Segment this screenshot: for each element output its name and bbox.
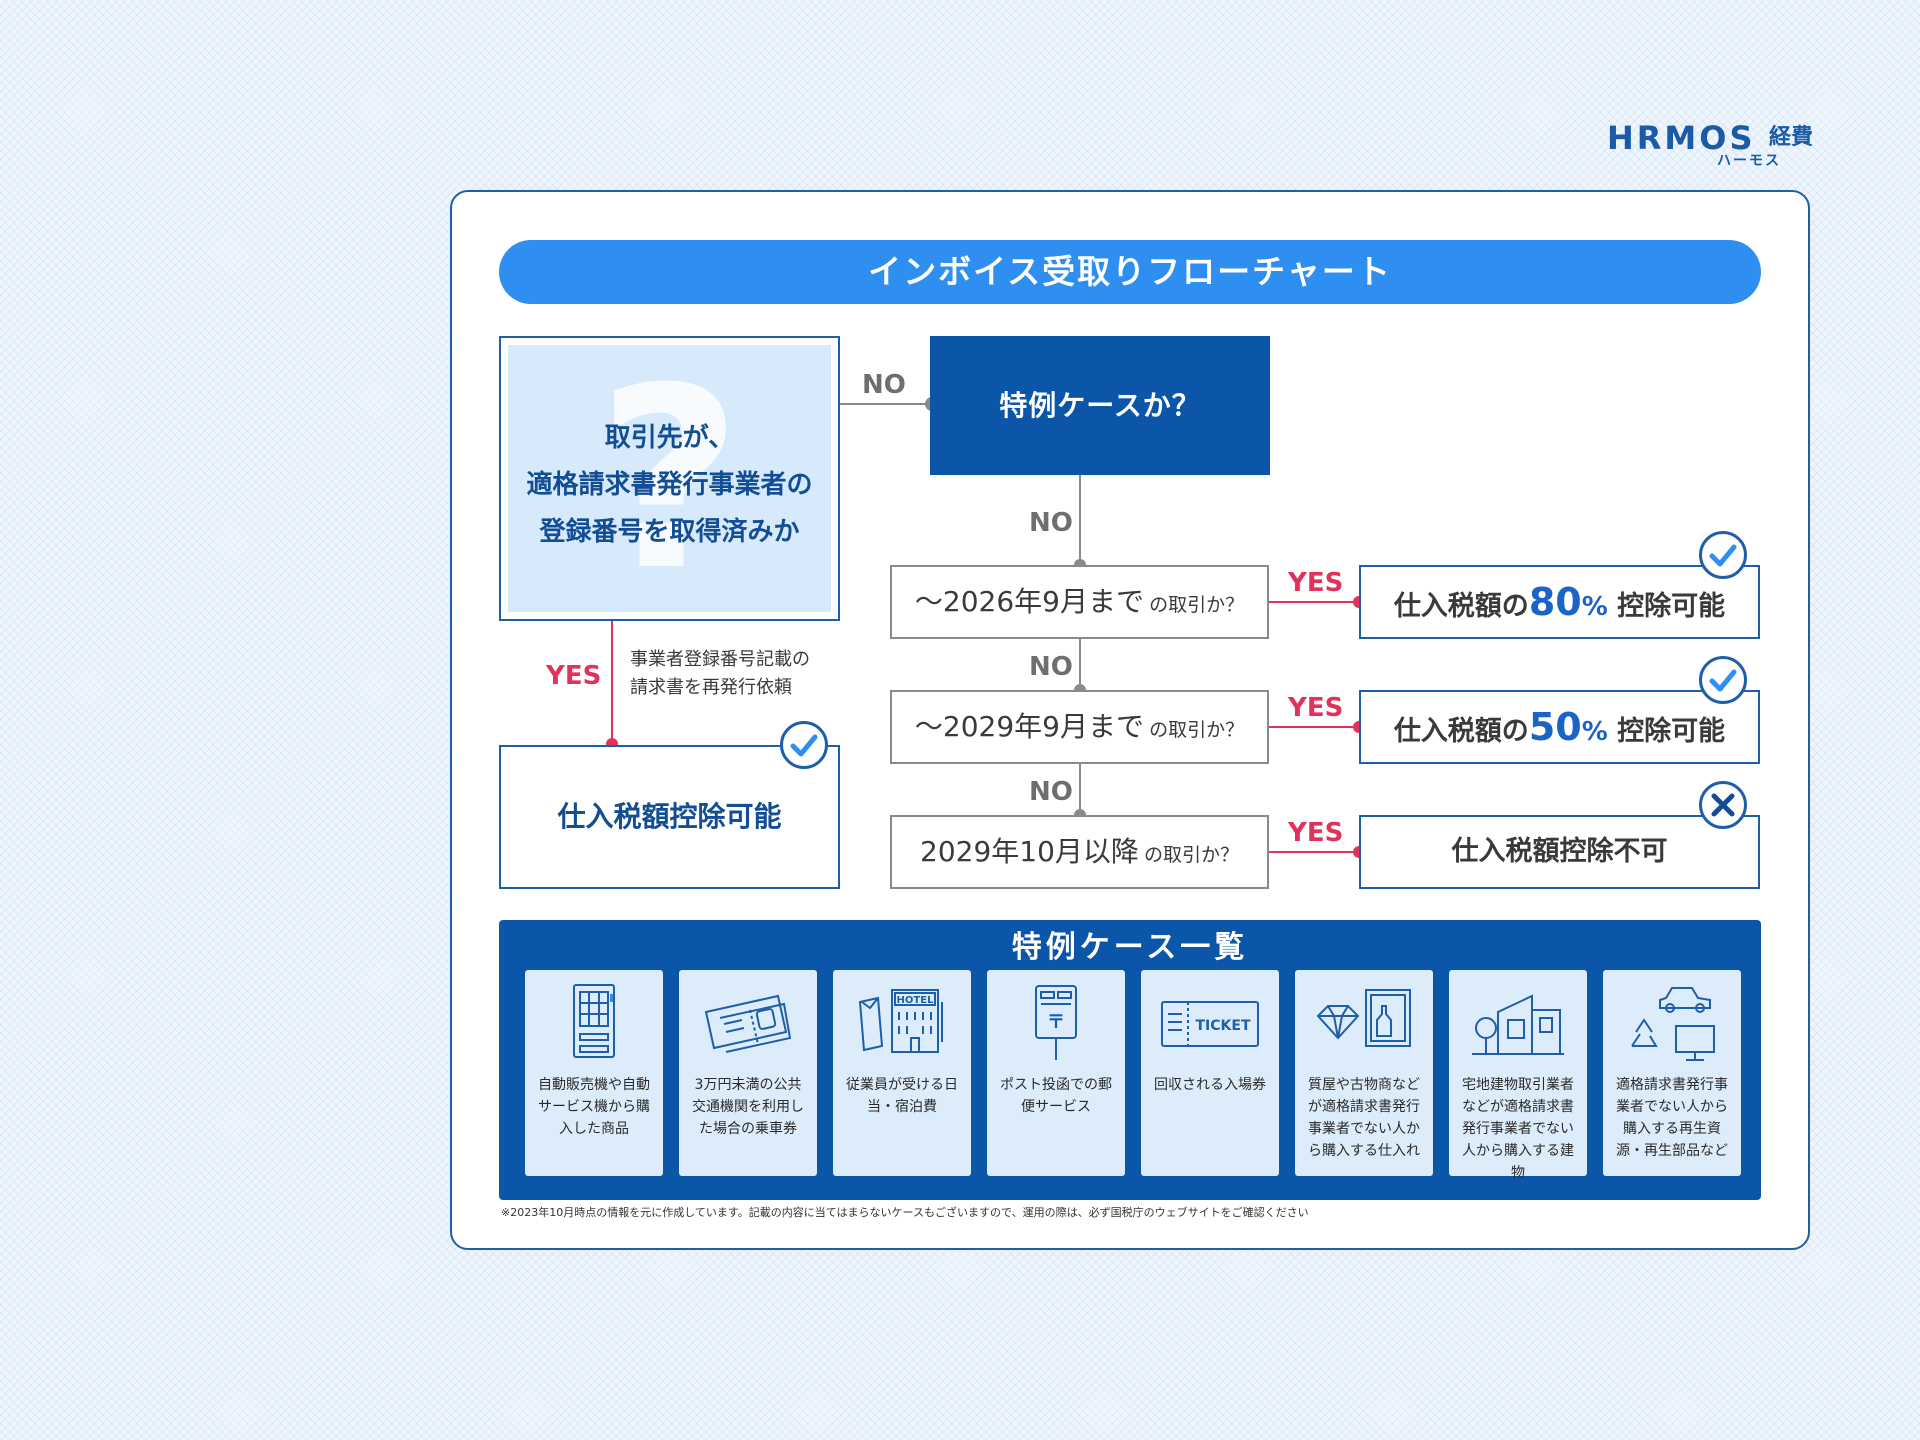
condition-suffix: の取引か？: [1143, 844, 1239, 866]
special-case-item: 宅地建物取引業者などが適格請求書発行事業者でない人から購入する建物: [1449, 970, 1587, 1181]
brand-logo: HRMOS 経費 ハーモス: [1607, 119, 1813, 171]
special-case-item: 適格請求書発行事業者でない人から購入する再生資源・再生部品など: [1603, 970, 1741, 1176]
special-case-text: 適格請求書発行事業者でない人から購入する再生資源・再生部品など: [1616, 1077, 1728, 1159]
cross-icon: [1711, 793, 1735, 817]
result-percent-unit: %: [1581, 592, 1608, 622]
recycle-icon: [1631, 987, 1715, 1061]
yes-label-1: YES: [1288, 568, 1344, 598]
question-mark-icon: ?: [596, 345, 743, 612]
result-prefix: 仕入税額の: [1393, 591, 1529, 622]
special-case-item: 〒 ポスト投函での郵便サービス: [987, 970, 1125, 1176]
special-case-text: 質屋や古物商などが適格請求書発行事業者でない人から購入する仕入れ: [1308, 1077, 1420, 1159]
special-case-text: 回収される入場券: [1154, 1077, 1266, 1093]
train-ticket-icon: [704, 994, 792, 1053]
condition-box-2029-oct: 2029年10月以降 の取引か？: [890, 815, 1269, 889]
check-icon: [1709, 544, 1737, 567]
result-box-not-deductible: 仕入税額控除不可: [1359, 815, 1760, 889]
check-badge-80: [1699, 531, 1747, 579]
hotel-sign-label: HOTEL: [897, 995, 935, 1006]
reissue-note-line-1: 事業者登録番号記載の: [630, 649, 810, 670]
special-case-item: 3万円未満の公共交通機関を利用した場合の乗車券: [679, 970, 817, 1176]
main-question-line-1: 取引先が、: [604, 423, 735, 453]
ticket-label: TICKET: [1196, 1018, 1251, 1034]
main-question-inner: ? 取引先が、 適格請求書発行事業者の 登録番号を取得済みか: [508, 345, 831, 612]
page-title: インボイス受取りフローチャート: [499, 240, 1761, 304]
footnote: ※2023年10月時点の情報を元に作成しています。記載の内容に当てはまらないケー…: [501, 1206, 1309, 1219]
check-badge-50: [1699, 656, 1747, 704]
special-case-item: 自動販売機や自動サービス機から購入した商品: [525, 970, 663, 1176]
cross-badge: [1699, 781, 1747, 829]
result-prefix: 仕入税額の: [1393, 716, 1529, 747]
no-label-3: NO: [1029, 652, 1073, 682]
special-cases-panel: 特例ケース一覧 自動販売機や自動サービス機から購入した商品: [499, 920, 1761, 1200]
condition-suffix: の取引か？: [1149, 594, 1245, 616]
special-case-text: 従業員が受ける日当・宿泊費: [846, 1077, 958, 1115]
house-icon: [1472, 994, 1564, 1055]
check-icon: [790, 734, 818, 757]
result-box-50: 仕入税額の50% 控除可能: [1359, 690, 1760, 764]
yes-label-left: YES: [546, 661, 602, 691]
reissue-note-line-2: 請求書を再発行依頼: [630, 677, 792, 698]
special-cases-title: 特例ケース一覧: [1011, 930, 1249, 965]
hotel-icon: HOTEL: [858, 989, 943, 1053]
special-case-item: TICKET 回収される入場券: [1141, 970, 1279, 1176]
no-label-2: NO: [1029, 508, 1073, 538]
logo-subtitle: 経費: [1768, 125, 1813, 150]
logo-wordmark: HRMOS: [1607, 119, 1756, 157]
main-question-text: 取引先が、 適格請求書発行事業者の 登録番号を取得済みか: [508, 415, 831, 556]
condition-box-2026: ～2026年9月まで の取引か？: [890, 565, 1269, 639]
main-question-line-3: 登録番号を取得済みか: [539, 517, 800, 547]
left-result-box: 仕入税額控除可能: [499, 745, 840, 889]
special-case-text: ポスト投函での郵便サービス: [1000, 1077, 1112, 1115]
condition-box-2029: ～2029年9月まで の取引か？: [890, 690, 1269, 764]
logo-kana: ハーモス: [1717, 153, 1781, 169]
no-label-4: NO: [1029, 777, 1073, 807]
main-question-box: ? 取引先が、 適格請求書発行事業者の 登録番号を取得済みか: [499, 336, 840, 621]
result-percent: 80: [1528, 580, 1582, 624]
result-suffix: 控除可能: [1617, 716, 1726, 747]
ticket-icon: TICKET: [1161, 1001, 1259, 1047]
diamond-antique-icon: [1316, 989, 1411, 1047]
condition-suffix: の取引か？: [1149, 719, 1245, 741]
postal-mark: 〒: [1047, 1012, 1065, 1033]
special-case-text: 自動販売機や自動サービス機から購入した商品: [538, 1077, 650, 1137]
result-percent: 50: [1528, 705, 1582, 749]
special-case-item: HOTEL 従業員が受ける日当・宿泊費: [833, 970, 971, 1176]
condition-main: ～2026年9月まで: [914, 585, 1144, 618]
vending-machine-icon: [573, 984, 615, 1058]
condition-main: 2029年10月以降: [920, 835, 1139, 868]
yes-label-3: YES: [1288, 818, 1344, 848]
no-label-1: NO: [862, 370, 906, 400]
main-question-line-2: 適格請求書発行事業者の: [526, 470, 813, 500]
special-case-question: 特例ケースか？: [930, 336, 1270, 475]
special-case-item: 質屋や古物商などが適格請求書発行事業者でない人から購入する仕入れ: [1295, 970, 1433, 1176]
special-case-text: 3万円未満の公共交通機関を利用した場合の乗車券: [692, 1077, 804, 1137]
result-percent-unit: %: [1581, 717, 1608, 747]
reissue-note: 事業者登録番号記載の 請求書を再発行依頼: [630, 646, 860, 702]
check-badge-left: [780, 721, 828, 769]
condition-main: ～2029年9月まで: [914, 710, 1144, 743]
result-box-80: 仕入税額の80% 控除可能: [1359, 565, 1760, 639]
check-icon: [1709, 669, 1737, 692]
result-suffix: 控除可能: [1617, 591, 1726, 622]
postbox-icon: 〒: [1035, 985, 1077, 1060]
yes-label-2: YES: [1288, 693, 1344, 723]
special-case-text: 宅地建物取引業者などが適格請求書発行事業者でない人から購入する建物: [1462, 1077, 1574, 1181]
